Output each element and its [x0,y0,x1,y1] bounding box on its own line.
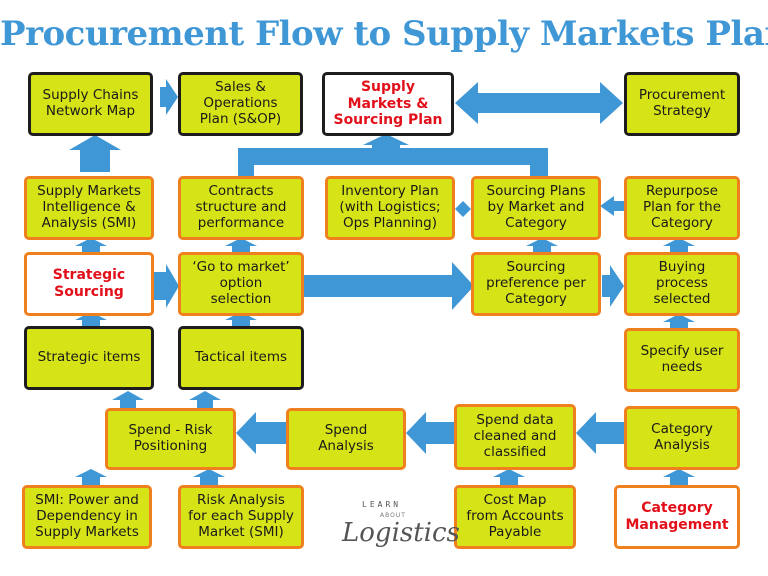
node-tactical-items: Tactical items [178,326,304,390]
arrow-items-to-strategic [75,312,107,326]
node-category-analysis: Category Analysis [624,406,740,470]
arrow-pref-to-sourcing [526,238,558,252]
arrow-gtm-to-pref [303,262,474,310]
arrow-strategic-to-gtm [153,264,179,308]
arrow-inventory-sourcing-link [455,201,471,217]
node-inventory-plan: Inventory Plan (with Logistics; Ops Plan… [325,176,455,240]
arrow-category-to-data [576,412,624,454]
node-sop: Sales & Operations Plan (S&OP) [178,72,303,136]
node-specify-needs: Specify user needs [624,328,740,392]
node-spend-risk: Spend - Risk Positioning [105,408,236,470]
arrow-needs-to-buying [663,314,695,328]
arrow-data-to-analysis [406,412,454,454]
diagram-title: Procurement Flow to Supply Markets Plan [0,14,768,54]
node-network-map: Supply Chains Network Map [28,72,153,136]
node-spend-analysis: Spend Analysis [286,408,406,470]
arrow-smi-to-network [69,135,121,172]
arrow-pref-to-buying [602,265,624,307]
node-spend-data: Spend data cleaned and classified [454,404,576,470]
arrow-costmap-to-data [493,469,525,485]
node-smi-power: SMI: Power and Dependency in Supply Mark… [22,485,152,549]
node-sourcing-plans: Sourcing Plans by Market and Category [471,176,601,240]
arrow-items-to-gtm [225,312,257,326]
node-procurement-strategy: Procurement Strategy [624,72,740,136]
arrow-analysis-to-risk [236,412,286,454]
node-strategic-sourcing: Strategic Sourcing [24,252,154,316]
node-contracts: Contracts structure and performance [178,176,304,240]
arrow-bracket-to-plan [363,134,409,148]
learn-about-logistics-logo: LEARN ABOUT Logistics [340,500,460,570]
arrow-sourcing-to-smi [75,238,107,252]
arrow-riskanalysis-to-risk [193,469,225,485]
node-repurpose-plan: Repurpose Plan for the Category [624,176,740,240]
node-smi: Supply Markets Intelligence & Analysis (… [24,176,154,240]
node-sourcing-preference: Sourcing preference per Category [471,252,601,316]
arrow-risk-to-tactical [189,391,221,408]
logo-about-text: ABOUT [380,512,406,519]
logo-learn-text: LEARN [362,500,402,509]
logo-logistics-text: Logistics [342,518,460,548]
arrow-bracket-right-leg [530,148,548,176]
arrow-plan-procurement-double [455,82,623,124]
arrow-network-to-sop [160,79,178,115]
node-buying-process: Buying process selected [624,252,740,316]
arrow-bracket-left-leg [238,148,254,176]
arrow-risk-to-strategic [112,391,144,408]
arrow-gtm-to-contracts [225,238,257,252]
node-go-to-market: ‘Go to market’ option selection [178,252,304,316]
arrow-repurpose-to-sourcing-head [600,196,614,216]
arrow-smipower-to-risk [75,469,107,485]
node-risk-analysis: Risk Analysis for each Supply Market (SM… [178,485,304,549]
arrow-buying-to-repurpose [663,238,695,252]
node-cost-map: Cost Map from Accounts Payable [454,485,576,549]
node-strategic-items: Strategic items [24,326,154,390]
node-category-management: Category Management [614,485,740,549]
arrow-bracket-bar [238,148,548,165]
node-supply-markets-plan: Supply Markets & Sourcing Plan [322,72,454,136]
arrow-mgmt-to-analysis [663,469,695,485]
